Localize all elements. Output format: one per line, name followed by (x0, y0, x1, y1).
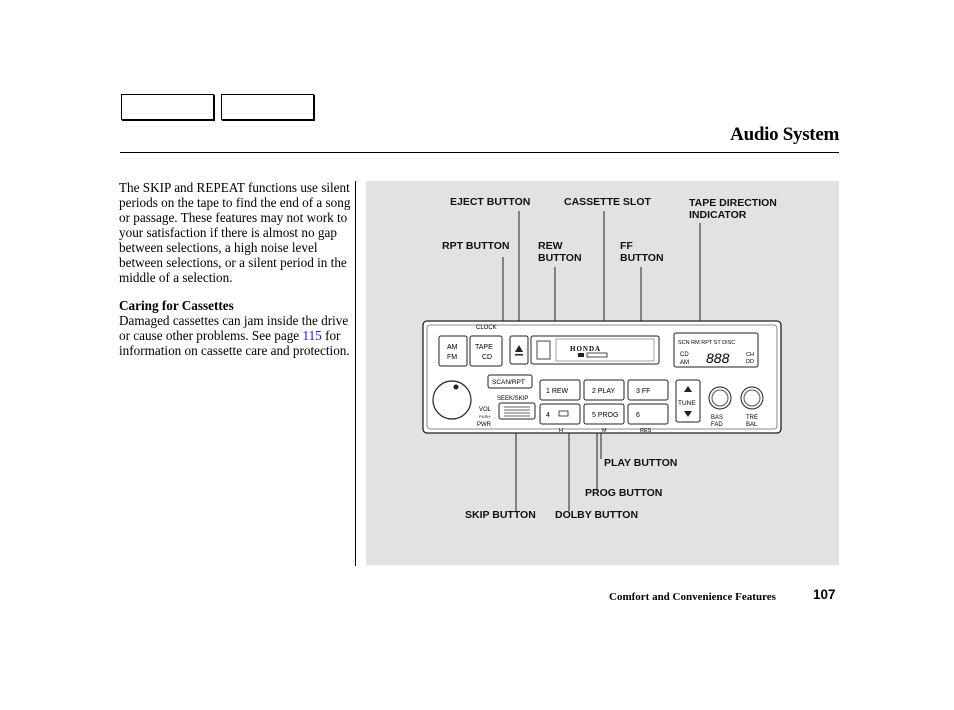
nav-tab-1[interactable] (121, 94, 214, 120)
caring-heading: Caring for Cassettes (119, 298, 234, 313)
clock-label: CLOCK (476, 325, 497, 331)
cd-text: CD (482, 354, 492, 361)
page-title: Audio System (730, 124, 839, 145)
seek-skip-rocker (498, 402, 536, 420)
cassette-slot (530, 335, 660, 365)
preset-1-text: 1 REW (546, 388, 569, 395)
h-text: H (559, 428, 563, 434)
display-am-text: AM (680, 360, 689, 366)
tune-button (675, 379, 701, 423)
caring-text-after: for information on cassette care and pro… (119, 328, 350, 358)
tape-cd-button (469, 335, 503, 367)
pwr-text: PWR (477, 422, 492, 428)
label-prog-button: PROG BUTTON (585, 487, 663, 499)
display-dd-text: DD (746, 359, 754, 365)
vol-text: VOL (479, 407, 492, 413)
preset-4-text: 4 (546, 412, 550, 419)
preset-6-button (627, 403, 669, 425)
caring-text-before: Damaged cassettes can jam inside the dri… (119, 313, 349, 343)
audio-unit-figure: CLOCK AM FM TAPE CD HONDA SCN RM RPT ST … (366, 181, 839, 565)
preset-3-text: 3 FF (636, 388, 650, 395)
footer-section-title: Comfort and Convenience Features (609, 591, 776, 603)
pwr-small-text: PUSH (479, 414, 490, 419)
page-number: 107 (813, 587, 836, 602)
preset-1-rew-button (539, 379, 581, 401)
label-dolby-button: DOLBY BUTTON (555, 509, 639, 521)
nav-tab-2[interactable] (221, 94, 314, 120)
audio-unit-diagram: CLOCK AM FM TAPE CD HONDA SCN RM RPT ST … (422, 211, 782, 511)
scan-rpt-button (487, 374, 533, 389)
body-text: The SKIP and REPEAT functions use silent… (119, 180, 351, 358)
preset-4-dolby-button (539, 403, 581, 425)
title-rule (120, 152, 839, 153)
bal-text: BAL (746, 422, 758, 428)
page-link-115[interactable]: 115 (302, 328, 322, 343)
column-divider (355, 181, 356, 566)
preset-2-play-button (583, 379, 625, 401)
fm-text: FM (447, 354, 457, 361)
dolby-icon (558, 410, 569, 417)
scan-rpt-text: SCAN/RPT (492, 379, 525, 386)
label-rpt-button: RPT BUTTON (442, 240, 510, 252)
tape-text: TAPE (475, 344, 493, 351)
preset-2-text: 2 PLAY (592, 388, 616, 395)
label-cassette-slot: CASSETTE SLOT (564, 196, 651, 208)
seek-skip-text: SEEK/SKIP (497, 396, 528, 402)
display-top-text: SCN RM RPT ST DISC (678, 340, 735, 346)
display-panel (673, 332, 759, 368)
label-eject-button: EJECT BUTTON (450, 196, 531, 208)
bas-text: BAS (711, 415, 723, 421)
am-text: AM (447, 344, 458, 351)
am-fm-button (438, 335, 468, 367)
preset-3-ff-button (627, 379, 669, 401)
display-ch-text: CH (746, 352, 754, 358)
display-digits: 888 (706, 350, 730, 366)
label-rew-button: REW BUTTON (538, 240, 582, 264)
tune-text: TUNE (678, 400, 696, 407)
caring-section: Caring for Cassettes Damaged cassettes c… (119, 298, 351, 358)
preset-6-text: 6 (636, 412, 640, 419)
res-text: RES (640, 428, 652, 434)
fad-text: FAD (711, 422, 723, 428)
label-skip-button: SKIP BUTTON (465, 509, 536, 521)
volume-knob (432, 380, 472, 420)
display-cd-text: CD (680, 352, 689, 358)
label-ff-button: FF BUTTON (620, 240, 664, 264)
tre-text: TRE (746, 415, 758, 421)
label-tape-direction: TAPE DIRECTION INDICATOR (689, 197, 777, 221)
preset-5-prog-button (583, 403, 625, 425)
m-text: M (602, 428, 607, 434)
skip-repeat-paragraph: The SKIP and REPEAT functions use silent… (119, 180, 351, 285)
label-play-button: PLAY BUTTON (604, 457, 678, 469)
preset-5-text: 5 PROG (592, 412, 618, 419)
brand-text: HONDA (570, 345, 601, 353)
